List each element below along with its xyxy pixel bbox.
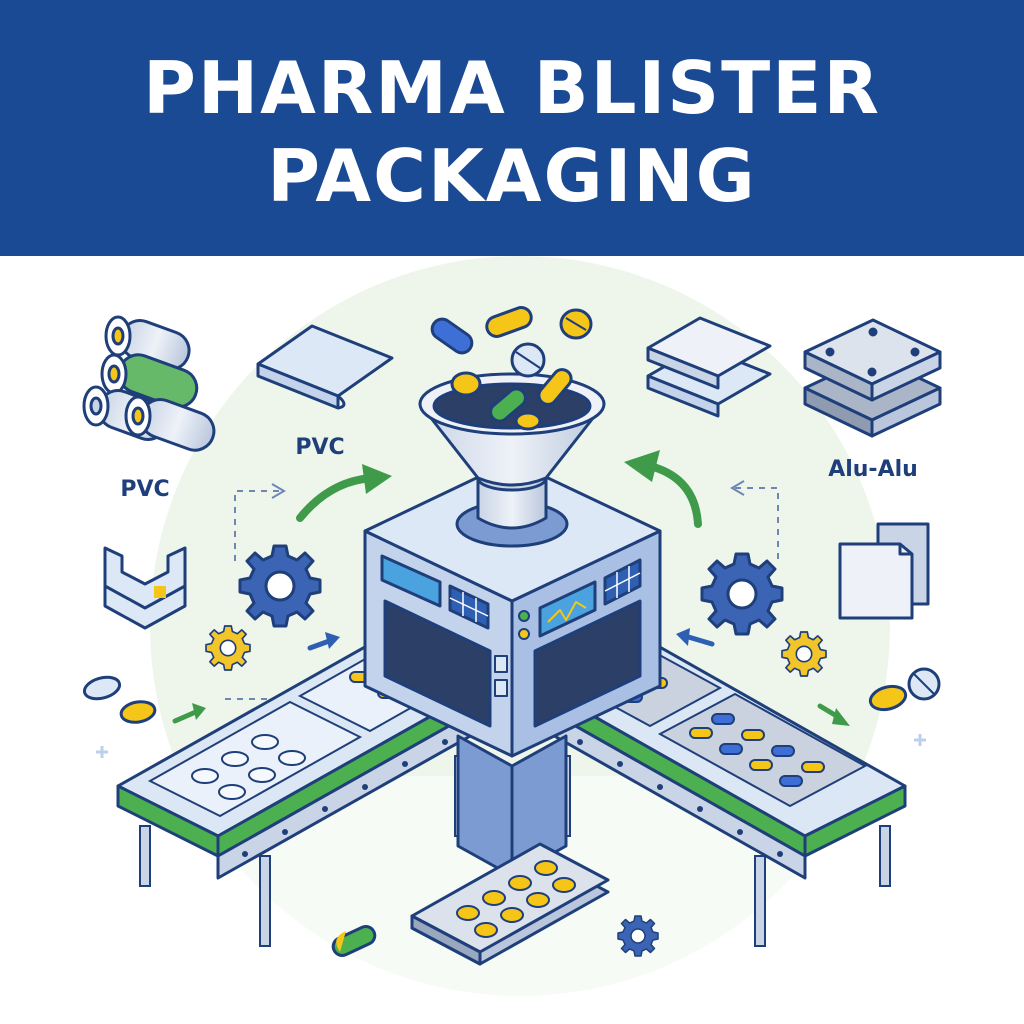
folded-pvc-icon [103,546,187,630]
left-material-label: PVC [120,477,169,502]
arrow-icon [646,462,702,528]
gear-icon [617,915,659,957]
pill-icon [331,925,377,957]
film-roll-stack-icon [82,315,216,452]
gear-icon [238,544,322,628]
sparkle-icon [96,734,926,758]
folded-foil-icon [838,522,930,620]
pill-icon [450,342,573,431]
header-banner: PHARMA BLISTER PACKAGING [0,0,1024,256]
blister-pack-icon [410,842,610,966]
gear-icon [700,552,784,636]
pill-icon [430,306,593,355]
gear-icon [205,625,251,671]
blister-pack-icon [191,734,306,800]
pill-icon [868,667,941,712]
dashed-flow-left [234,490,280,561]
pill-icon [82,675,157,724]
title-line-1: PHARMA BLISTER [143,46,881,130]
center-material-label: PVC [295,435,344,460]
pvc-sheet-icon [256,324,394,410]
page-title: PHARMA BLISTER PACKAGING [0,44,1024,220]
right-material-label: Alu-Alu [828,457,918,482]
gear-icon [781,631,827,677]
packaging-illustration: PVC PVC Alu [0,256,1024,1024]
alu-plate-stack-icon [803,318,942,438]
blister-pack-icon [689,713,825,787]
foil-sheet-icon [646,316,772,418]
arrow-icon [296,474,376,522]
title-line-2: PACKAGING [267,134,757,218]
dashed-flow-right [735,487,779,561]
